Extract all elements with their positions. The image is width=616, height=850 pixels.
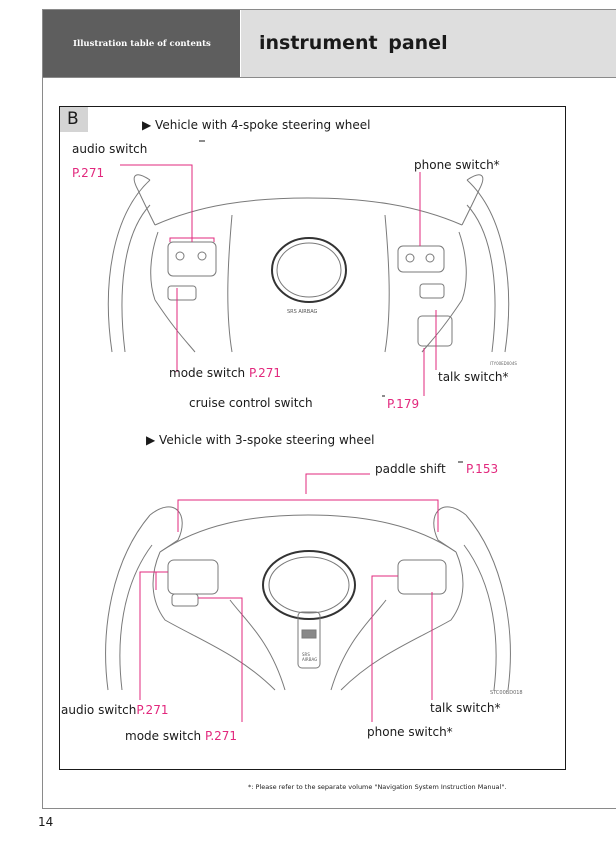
phone-switch-label-2: phone switch* bbox=[367, 725, 453, 739]
title-bar: instrument panel bbox=[241, 10, 616, 77]
cruise-switch-ref[interactable]: P.179 bbox=[387, 397, 420, 411]
section-label: Illustration table of contents bbox=[73, 39, 211, 49]
paddle-shift-label: paddle shift bbox=[375, 462, 446, 476]
page-title: instrument panel bbox=[259, 32, 448, 54]
phone-switch-label: phone switch* bbox=[414, 158, 500, 172]
illustration-box bbox=[59, 106, 566, 770]
section1-heading: ▶ Vehicle with 4-spoke steering wheel bbox=[142, 118, 371, 132]
three-spoke-wheel bbox=[105, 506, 511, 691]
audio-switch-label-2: audio switchP.271 bbox=[61, 703, 169, 717]
mode-switch-ref-2[interactable]: P.271 bbox=[204, 729, 238, 743]
page-number: 14 bbox=[38, 815, 54, 829]
paddle-shift-ref[interactable]: P.153 bbox=[466, 462, 499, 476]
audio-switch-ref[interactable]: P.271 bbox=[72, 166, 105, 180]
footnote: *: Please refer to the separate volume "… bbox=[248, 783, 507, 791]
header-divider bbox=[43, 77, 616, 78]
cruise-switch-label: cruise control switch bbox=[189, 396, 313, 410]
section-tab: Illustration table of contents bbox=[43, 10, 240, 77]
four-spoke-wheel bbox=[107, 174, 510, 353]
audio-switch-label: audio switch bbox=[72, 142, 148, 156]
image-code-1: ITY00ED004S bbox=[490, 361, 517, 366]
talk-switch-label-2: talk switch* bbox=[430, 701, 501, 715]
image-code-2: STC00BD018 bbox=[490, 690, 523, 696]
page-frame bbox=[42, 9, 616, 809]
badge-letter: B bbox=[67, 109, 79, 129]
mode-switch-label-2: mode switch P.271 bbox=[125, 729, 238, 743]
talk-switch-label: talk switch* bbox=[438, 370, 509, 384]
mode-switch-label: mode switch P.271 bbox=[169, 366, 282, 380]
section2-heading: ▶ Vehicle with 3-spoke steering wheel bbox=[146, 433, 375, 447]
section-badge: B bbox=[60, 107, 88, 132]
airbag-marking-1: SRS AIRBAG bbox=[287, 309, 318, 315]
audio-switch-ref-2[interactable]: P.271 bbox=[136, 703, 169, 717]
mode-switch-ref[interactable]: P.271 bbox=[248, 366, 282, 380]
